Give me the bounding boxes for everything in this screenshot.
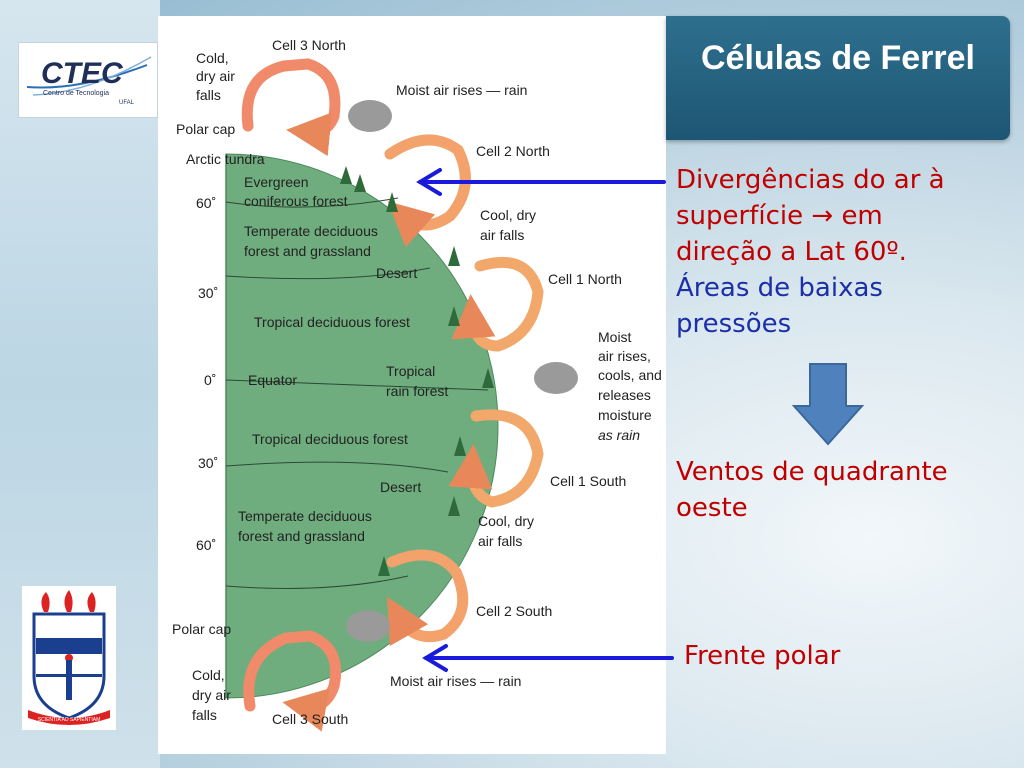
label-lat60n: 60˚ <box>196 195 216 211</box>
label-trop-rain-1: Tropical <box>386 363 435 379</box>
label-temp-s-2: forest and grassland <box>238 528 365 544</box>
logo-inst: UFAL <box>119 100 135 106</box>
label-desert-n: Desert <box>376 265 417 281</box>
label-temp-n-1: Temperate deciduous <box>244 223 378 239</box>
label-evergreen-2: coniferous forest <box>244 193 348 209</box>
label-moist-mid-2: air rises, <box>598 348 651 364</box>
right-arrow-icon: → <box>811 201 842 231</box>
label-temp-n-2: forest and grassland <box>244 243 371 259</box>
note-div-3: direção a Lat 60º. <box>676 237 907 267</box>
down-arrow <box>791 363 865 446</box>
label-moist-mid-5: moisture <box>598 407 652 423</box>
label-moist-mid-3: cools, and <box>598 367 662 383</box>
label-lat30n: 30˚ <box>198 285 218 301</box>
title-bar: Células de Ferrel <box>666 16 1010 140</box>
slide-title: Células de Ferrel <box>700 39 975 77</box>
label-trop-rain-2: rain forest <box>386 383 448 399</box>
cell-2-south-loop <box>386 549 469 647</box>
logo-text: CTEC <box>41 57 124 90</box>
label-polar-cap-n: Polar cap <box>176 121 235 137</box>
note-div-2: superfície → em <box>676 198 945 234</box>
note-div-2a: superfície <box>676 201 812 231</box>
label-desert-s: Desert <box>380 479 421 495</box>
clouds <box>346 100 578 642</box>
label-cool-s-1: Cool, dry <box>478 513 534 529</box>
label-cell1-north: Cell 1 North <box>548 271 622 287</box>
note-div-5: pressões <box>676 309 792 339</box>
label-cold-top-1: Cold, <box>196 50 229 66</box>
ctec-logo: CTEC Centro de Tecnologia UFAL <box>18 42 158 118</box>
cell-3-north-loop <box>241 58 341 157</box>
logo-subtitle: Centro de Tecnologia <box>43 90 109 97</box>
label-cell3-north: Cell 3 North <box>272 37 346 53</box>
atmospheric-cells-diagram: Cell 3 North Cold, dry air falls Moist a… <box>158 16 666 754</box>
label-moist-mid-1: Moist <box>598 329 632 345</box>
label-lat0: 0˚ <box>204 372 216 388</box>
label-moist-mid-6: as rain <box>598 427 640 443</box>
note-div-2b: em <box>841 201 883 231</box>
label-cold-bot-3: falls <box>192 707 217 723</box>
cell-1-south-loop <box>448 409 544 508</box>
label-polar-cap-s: Polar cap <box>172 621 231 637</box>
note-low-pressure: Áreas de baixas pressões <box>676 270 883 342</box>
label-lat30s: 30˚ <box>198 455 218 471</box>
label-lat60s: 60˚ <box>196 537 216 553</box>
label-cell2-south: Cell 2 South <box>476 603 552 619</box>
label-cold-top-3: falls <box>196 87 221 103</box>
label-temp-s-1: Temperate deciduous <box>238 508 372 524</box>
label-cold-bot-2: dry air <box>192 687 231 703</box>
arrow-divergence-head <box>416 168 442 196</box>
note-winds: Ventos de quadrante oeste <box>676 454 948 526</box>
ufal-crest: SCIENTIA AD SAPIENTIAM <box>22 586 116 730</box>
note-ventos-1: Ventos de quadrante <box>676 457 948 487</box>
label-arctic: Arctic tundra <box>186 151 265 167</box>
label-equator: Equator <box>248 372 297 388</box>
note-div-1: Divergências do ar à <box>676 165 945 195</box>
label-trop-dec-s: Tropical deciduous forest <box>252 431 408 447</box>
label-cold-top-2: dry air <box>196 68 235 84</box>
label-cell1-south: Cell 1 South <box>550 473 626 489</box>
cell-1-north-loop <box>451 256 544 352</box>
label-cell2-north: Cell 2 North <box>476 143 550 159</box>
note-polar-front: Frente polar <box>684 641 841 671</box>
label-trop-dec-n: Tropical deciduous forest <box>254 314 410 330</box>
trees <box>340 166 494 576</box>
label-cool-s-2: air falls <box>478 533 522 549</box>
note-ventos-2: oeste <box>676 493 748 523</box>
label-moist-bot: Moist air rises — rain <box>390 673 521 689</box>
note-div-4: Áreas de baixas <box>676 273 883 303</box>
note-divergence: Divergências do ar à superfície → em dir… <box>676 162 945 270</box>
label-moist-top: Moist air rises — rain <box>396 82 527 98</box>
latitude-lines <box>225 197 489 589</box>
label-moist-mid-4: releases <box>598 387 651 403</box>
label-evergreen-1: Evergreen <box>244 174 309 190</box>
crest-motto: SCIENTIA AD SAPIENTIAM <box>38 717 101 723</box>
arrow-polar-front-head <box>422 644 448 672</box>
label-cold-bot-1: Cold, <box>192 667 225 683</box>
label-cell3-south: Cell 3 South <box>272 711 348 727</box>
cell-3-south-loop <box>243 630 342 732</box>
label-cool-n-1: Cool, dry <box>480 207 536 223</box>
label-cool-n-2: air falls <box>480 227 524 243</box>
